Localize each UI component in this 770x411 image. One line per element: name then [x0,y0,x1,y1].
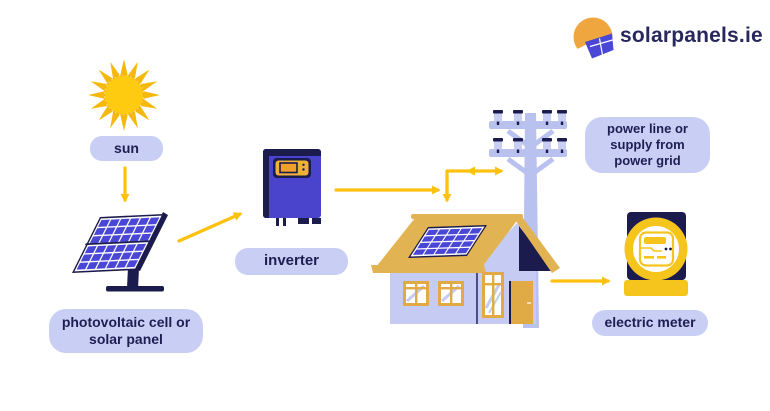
brand-name: solarpanels.ie [620,24,763,47]
house-door [509,281,533,324]
solar-panel-icon [72,212,168,292]
arrow-panel-to-inverter [177,212,243,243]
arrow-grid-to-junction-head [466,166,475,176]
sun-label-pill: sun [90,136,163,161]
grid-label-pill: power line or supply from power grid [585,117,710,173]
inverter-label-pill: inverter [235,248,348,275]
inverter-icon [263,149,321,226]
house-window [438,281,464,306]
rooftop-solar-array [408,224,487,258]
sun-icon [88,59,160,131]
electric-meter-icon [624,212,688,296]
sun-panel-logo-icon [573,17,614,60]
house-tall-window [482,272,504,318]
panel-label-pill: photovoltaic cell or solar panel [49,309,203,353]
house-with-rooftop-solar-icon [371,214,560,324]
arrow-junction-to-grid [445,166,504,201]
meter-label-pill: electric meter [592,310,708,336]
flow-arrows [120,166,611,286]
house-window [403,281,429,306]
